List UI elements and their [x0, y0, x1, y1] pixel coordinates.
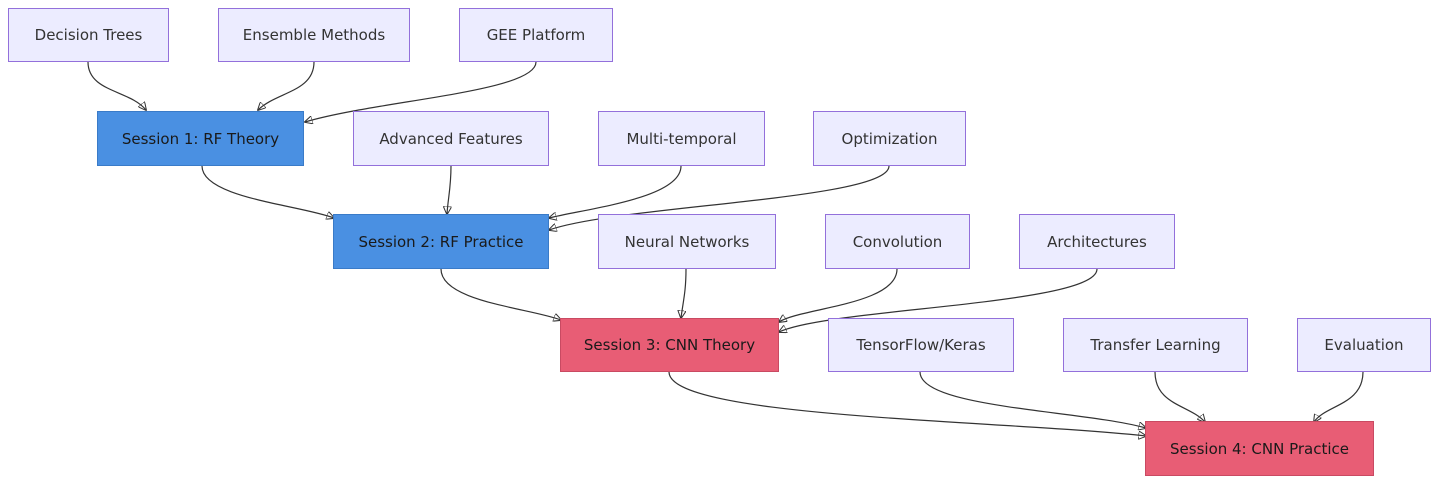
edge-architectures-to-session3 — [779, 268, 1098, 332]
edge-tensorflow-keras-to-session4 — [919, 371, 1146, 428]
edge-convolution-to-session3 — [779, 268, 898, 322]
edge-session1-to-session2 — [201, 165, 334, 218]
edge-gee-platform-to-session1 — [305, 61, 537, 122]
node-session4-cnn-practice: Session 4: CNN Practice — [1145, 421, 1374, 476]
node-neural-networks: Neural Networks — [598, 214, 776, 269]
edge-advanced-features-to-session2 — [447, 165, 451, 214]
node-tensorflow-keras: TensorFlow/Keras — [828, 318, 1014, 372]
node-session1-rf-theory: Session 1: RF Theory — [97, 111, 304, 166]
node-transfer-learning: Transfer Learning — [1063, 318, 1248, 372]
node-architectures: Architectures — [1019, 214, 1175, 269]
node-convolution: Convolution — [825, 214, 970, 269]
node-multi-temporal: Multi-temporal — [598, 111, 765, 166]
edge-session2-to-session3 — [440, 268, 561, 320]
edge-evaluation-to-session4 — [1314, 371, 1364, 422]
node-advanced-features: Advanced Features — [353, 111, 549, 166]
edge-optimization-to-session2 — [549, 165, 890, 230]
edge-ensemble-methods-to-session1 — [258, 61, 315, 110]
node-session2-rf-practice: Session 2: RF Practice — [333, 214, 549, 269]
node-evaluation: Evaluation — [1297, 318, 1431, 372]
edge-transfer-learning-to-session4 — [1154, 371, 1205, 422]
edge-decision-trees-to-session1 — [87, 61, 146, 110]
node-decision-trees: Decision Trees — [8, 8, 169, 62]
node-ensemble-methods: Ensemble Methods — [218, 8, 410, 62]
edge-neural-networks-to-session3 — [681, 268, 687, 318]
node-optimization: Optimization — [813, 111, 966, 166]
edge-multi-temporal-to-session2 — [549, 165, 682, 218]
edge-session3-to-session4 — [668, 371, 1146, 436]
node-gee-platform: GEE Platform — [459, 8, 613, 62]
node-session3-cnn-theory: Session 3: CNN Theory — [560, 318, 779, 372]
